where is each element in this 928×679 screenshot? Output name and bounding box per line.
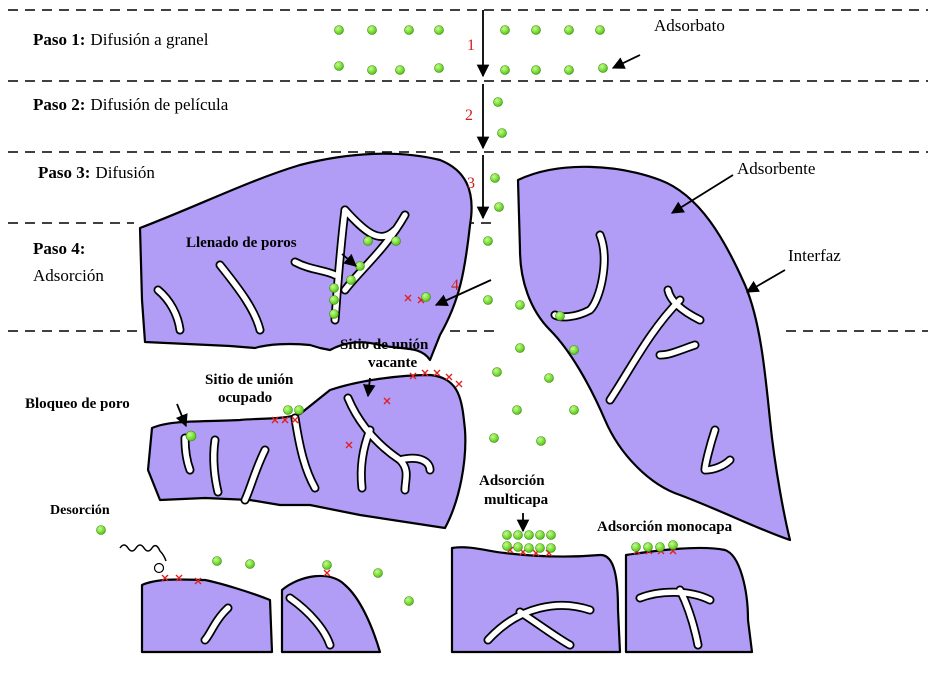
multilayer-label-line1: Adsorción xyxy=(479,473,545,489)
adsorbent-particle-mid-left xyxy=(148,375,465,528)
step-number-4: 4 xyxy=(451,277,459,294)
interface-label: Interfaz xyxy=(788,246,841,265)
step2-label: Paso 2:Difusión de película xyxy=(33,95,229,114)
vacant-site-label-line1: Sitio de unión xyxy=(340,337,429,353)
desorbed-site-marker xyxy=(155,564,164,573)
multilayer-label-line2: multicapa xyxy=(484,492,549,508)
arrow-interface-pointer xyxy=(747,270,785,292)
pore-blocking-label: Bloqueo de poro xyxy=(25,396,130,412)
occupied-site-label-line2: ocupado xyxy=(218,390,272,406)
adsorbent-particle-right xyxy=(518,167,790,540)
vacant-site-label-line2: vacante xyxy=(368,355,417,371)
step4-label: Paso 4: xyxy=(33,239,85,258)
step4-text: Adsorción xyxy=(33,266,104,285)
adsorbent-particle-top-left xyxy=(140,154,472,360)
adsorbate-label: Adsorbato xyxy=(654,16,725,35)
adsorbent-label: Adsorbente xyxy=(737,159,815,178)
desorption-squiggle xyxy=(120,545,166,561)
step-number-2: 2 xyxy=(465,107,473,124)
adsorbent-particle-bottom-middle xyxy=(452,547,620,652)
step1-label: Paso 1:Difusión a granel xyxy=(33,30,209,49)
step-number-1: 1 xyxy=(467,37,475,54)
step-number-3: 3 xyxy=(467,175,475,192)
occupied-site-label-line1: Sitio de unión xyxy=(205,372,294,388)
monolayer-label: Adsorción monocapa xyxy=(597,519,733,535)
arrow-adsorbate-pointer xyxy=(613,55,640,68)
pore-filling-label: Llenado de poros xyxy=(186,235,297,251)
step3-label: Paso 3:Difusión xyxy=(38,163,155,182)
desorption-label: Desorción xyxy=(50,503,110,518)
